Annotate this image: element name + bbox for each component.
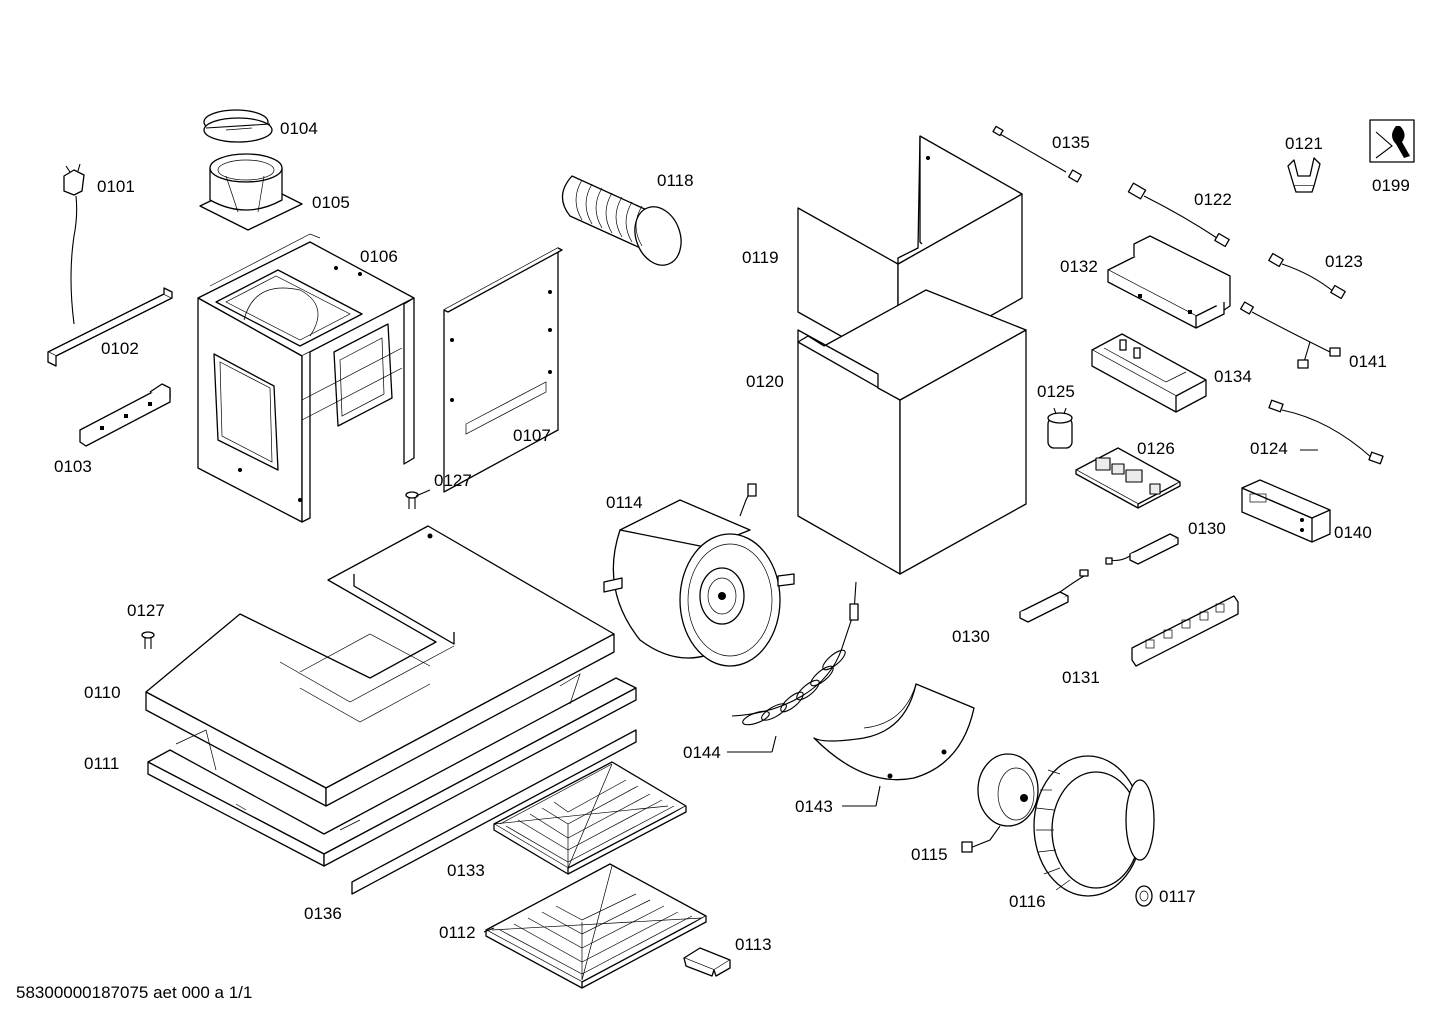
label-0199: 0199 xyxy=(1372,176,1410,195)
part-0136-trim-strip xyxy=(351,729,637,895)
part-0113-clip xyxy=(683,947,731,977)
label-0110: 0110 xyxy=(84,683,121,702)
part-0143-curved-shield xyxy=(813,683,975,781)
label-0125: 0125 xyxy=(1037,382,1075,401)
part-0120-lower-chimney xyxy=(797,289,1027,575)
label-0104: 0104 xyxy=(280,119,318,138)
part-0105-air-outlet-collar xyxy=(199,153,303,231)
part-0110-base-frame xyxy=(145,525,615,807)
part-0130-switch-a xyxy=(1105,533,1179,565)
label-0101: 0101 xyxy=(97,177,135,196)
part-0117-nut xyxy=(1135,885,1153,907)
label-0103: 0103 xyxy=(54,457,92,476)
label-0135: 0135 xyxy=(1052,133,1090,152)
label-0141: 0141 xyxy=(1349,352,1387,371)
part-0132-electronics-cover xyxy=(1107,235,1231,329)
part-0123-cable xyxy=(1268,252,1346,300)
part-0125-capacitor xyxy=(1047,407,1073,449)
part-0106-housing-frame xyxy=(197,233,415,523)
part-0111-lower-frame xyxy=(147,673,637,867)
part-0116-fan-wheel xyxy=(1033,755,1155,897)
part-0115-motor xyxy=(961,753,1039,853)
leader-lines xyxy=(415,449,1318,933)
label-0118: 0118 xyxy=(657,171,694,190)
label-0132: 0132 xyxy=(1060,257,1098,276)
part-0104-damper-flaps xyxy=(203,109,273,143)
part-0141-cable xyxy=(1240,301,1341,369)
part-0101-power-cord xyxy=(63,163,85,325)
part-0102-bracket-bar xyxy=(47,287,173,367)
part-0140-bracket xyxy=(1241,479,1331,543)
label-0120: 0120 xyxy=(746,372,784,391)
part-0114-fan-housing xyxy=(603,483,795,667)
part-0122-cable xyxy=(1127,182,1230,248)
part-0144-coil xyxy=(731,581,859,726)
label-0114: 0114 xyxy=(606,493,643,512)
part-0124-cable xyxy=(1268,399,1384,465)
label-0127-a: 0127 xyxy=(434,471,472,490)
label-0116: 0116 xyxy=(1009,892,1046,911)
part-0131-control-strip xyxy=(1131,595,1239,667)
wrench-icon xyxy=(1369,119,1415,163)
part-0107-back-panel xyxy=(443,247,563,493)
label-0140: 0140 xyxy=(1334,523,1372,542)
label-0134: 0134 xyxy=(1214,367,1252,386)
label-0124: 0124 xyxy=(1250,439,1288,458)
label-0127-b: 0127 xyxy=(127,601,165,620)
label-0106: 0106 xyxy=(360,247,398,266)
part-0127-screw-b xyxy=(141,631,155,649)
label-0119: 0119 xyxy=(742,248,779,267)
label-0113: 0113 xyxy=(735,935,772,954)
label-0130-a: 0130 xyxy=(1188,519,1226,538)
label-0123: 0123 xyxy=(1325,252,1363,271)
part-0127-screw-a xyxy=(405,491,419,509)
part-0130-switch-b xyxy=(1019,569,1089,623)
label-0111: 0111 xyxy=(84,754,120,773)
label-0121: 0121 xyxy=(1285,134,1323,153)
part-0135-cable xyxy=(992,125,1082,183)
label-0130-b: 0130 xyxy=(952,627,990,646)
label-0144: 0144 xyxy=(683,743,721,762)
label-0131: 0131 xyxy=(1062,668,1100,687)
part-0134-electronics-box xyxy=(1091,333,1207,413)
label-0133: 0133 xyxy=(447,861,485,880)
label-0117: 0117 xyxy=(1159,887,1196,906)
label-0143: 0143 xyxy=(795,797,833,816)
label-0112: 0112 xyxy=(439,923,476,942)
part-0112-grease-filter xyxy=(485,863,707,989)
part-0126-circuit-board xyxy=(1075,447,1181,509)
part-0118-flexible-duct xyxy=(561,175,682,266)
document-footer: 58300000187075 aet 000 a 1/1 xyxy=(16,983,253,1002)
label-0136: 0136 xyxy=(304,904,342,923)
label-0122: 0122 xyxy=(1194,190,1232,209)
label-0115: 0115 xyxy=(911,845,948,864)
part-0103-mounting-plate xyxy=(79,383,171,447)
part-0121-clamp xyxy=(1287,157,1321,193)
label-0105: 0105 xyxy=(312,193,350,212)
part-0133-grease-filter xyxy=(493,761,687,875)
label-0102: 0102 xyxy=(101,339,139,358)
label-0107: 0107 xyxy=(513,426,551,445)
label-0126: 0126 xyxy=(1137,439,1175,458)
